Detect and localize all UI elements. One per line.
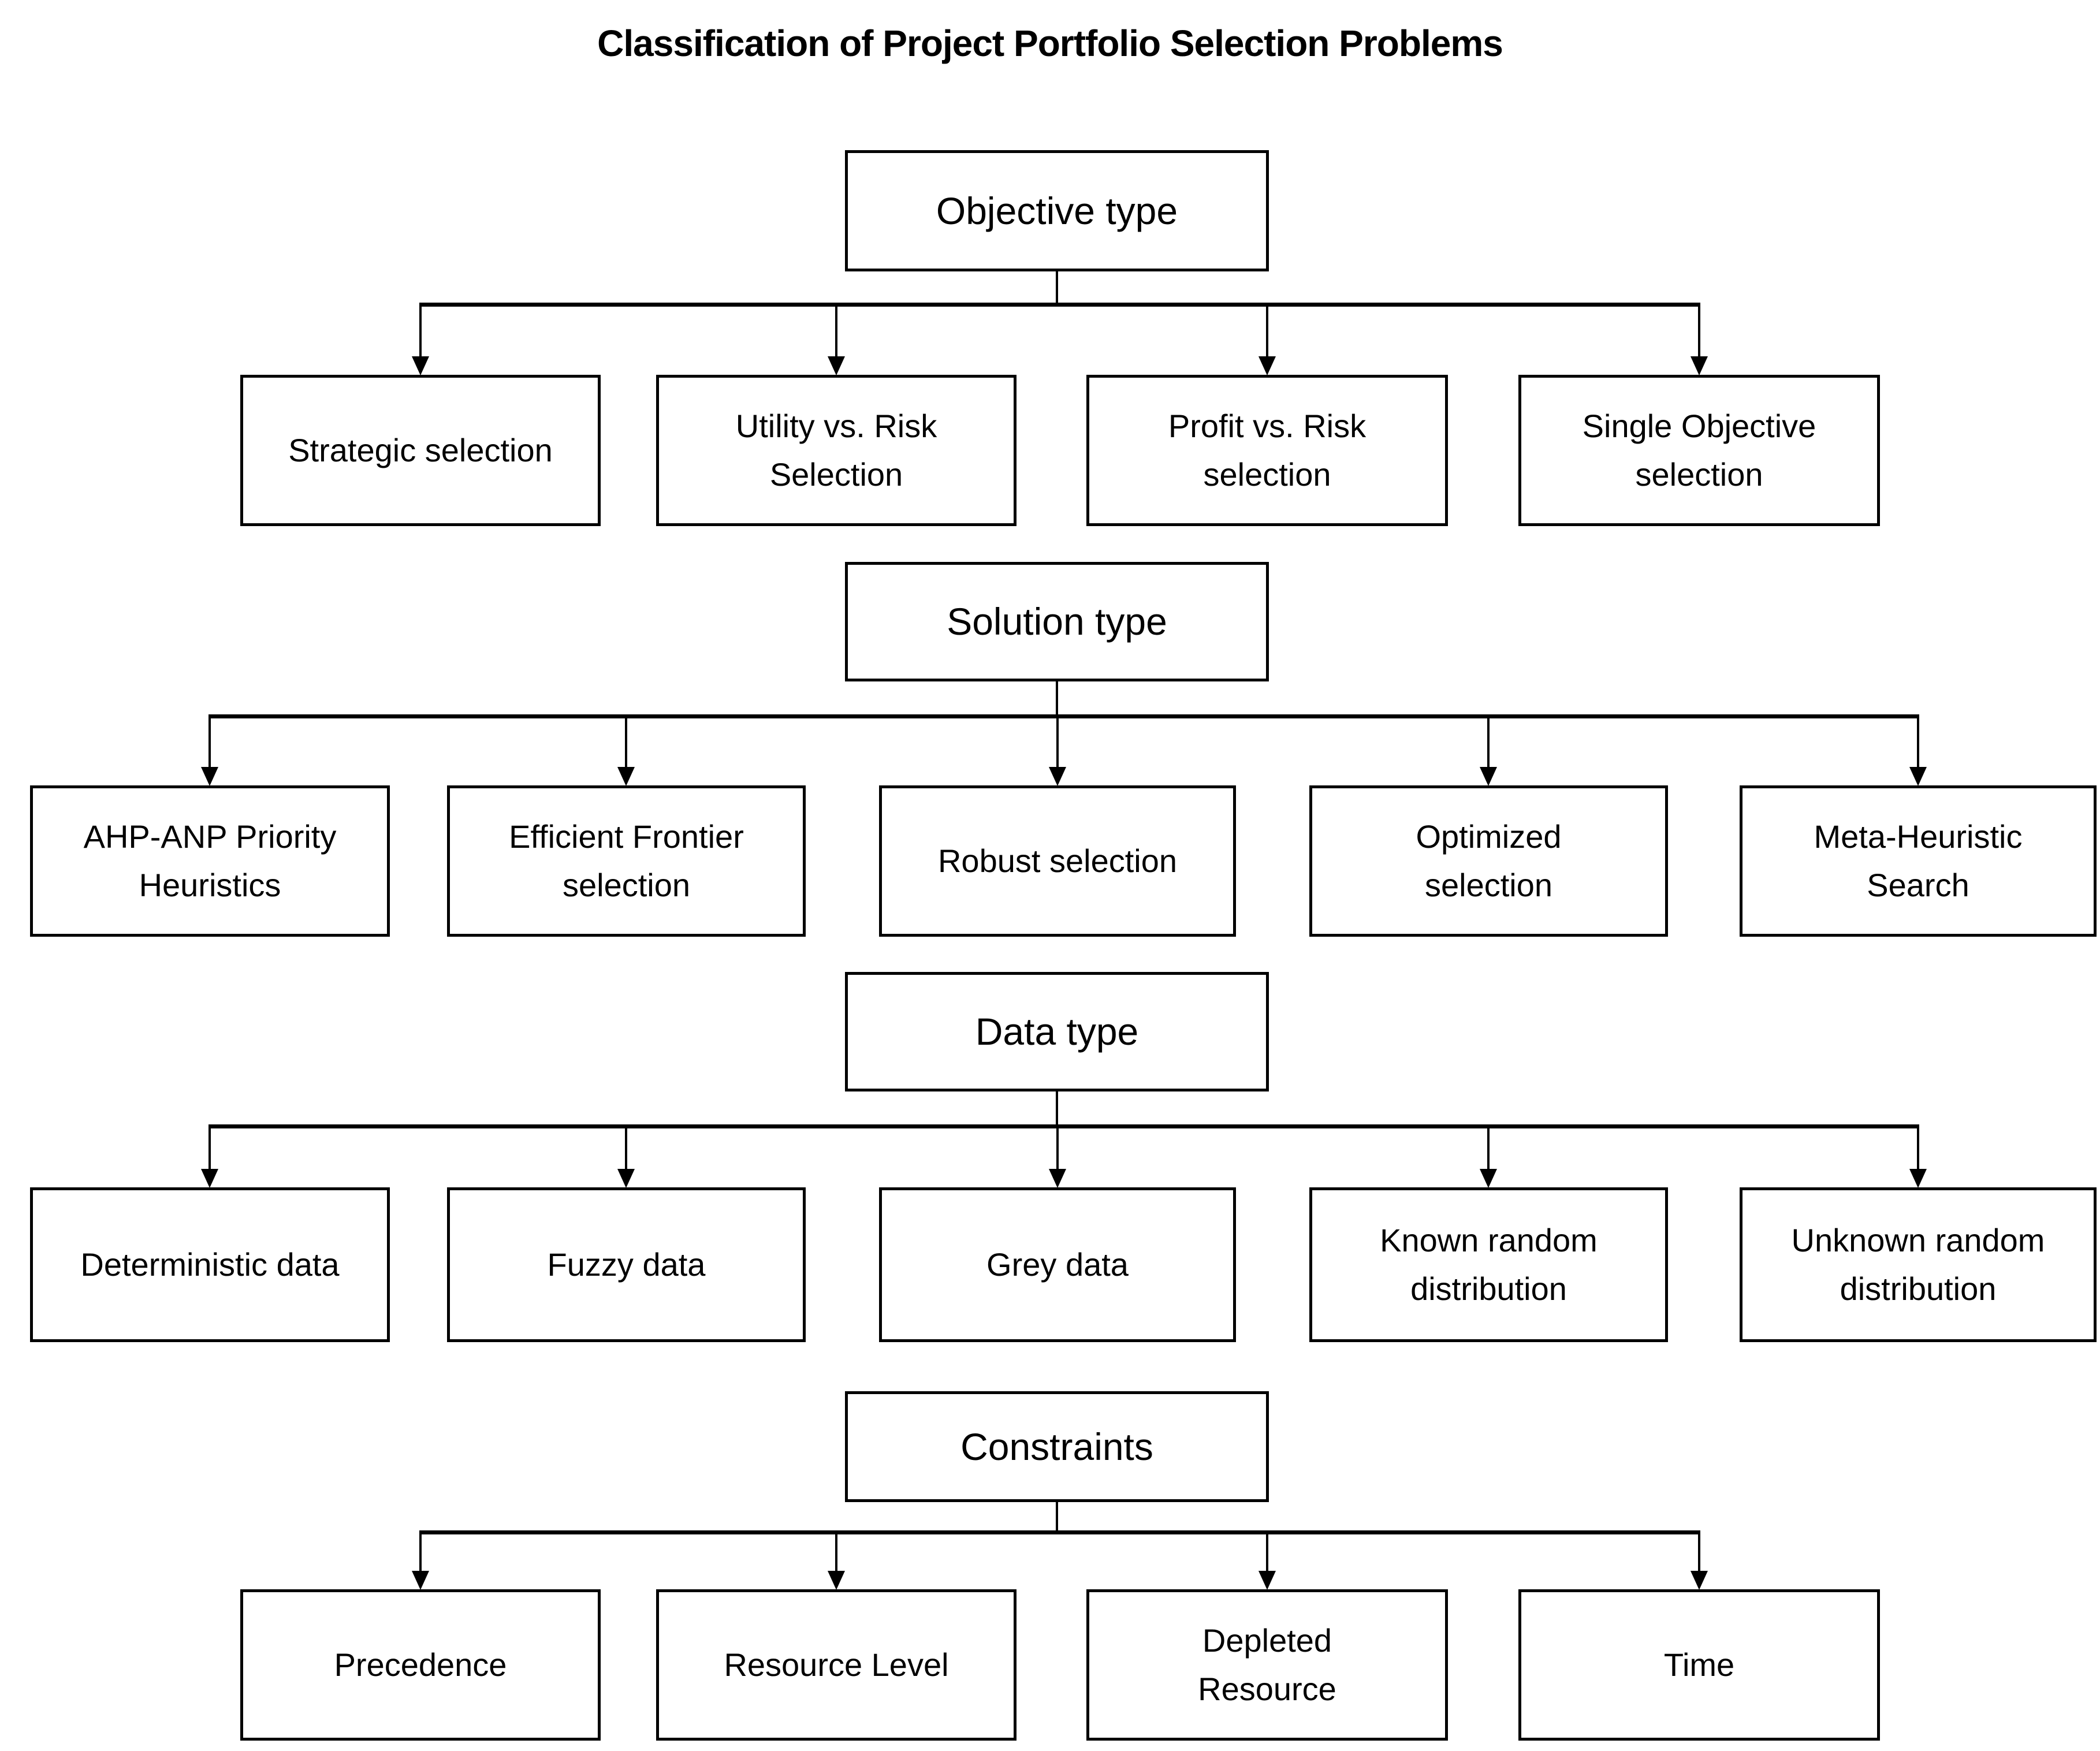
- down-arrowhead-icon: [201, 1169, 218, 1188]
- connector-arrow-stem: [1056, 1124, 1059, 1174]
- node-label: Resource Level: [724, 1646, 949, 1683]
- down-arrowhead-icon: [1049, 1169, 1066, 1188]
- down-arrowhead-icon: [412, 1571, 429, 1590]
- node-data-type: Data type: [845, 972, 1269, 1091]
- diagram-title: Classification of Project Portfolio Sele…: [597, 23, 1503, 64]
- node-label: Time: [1663, 1646, 1735, 1683]
- down-arrowhead-icon: [828, 1571, 845, 1590]
- node-label: Utility vs. Risk Selection: [735, 408, 937, 493]
- node-label: AHP-ANP Priority Heuristics: [83, 818, 337, 903]
- connector-arrow-stem: [1266, 303, 1268, 360]
- node-resource-level: Resource Level: [656, 1589, 1017, 1741]
- node-label: Solution type: [947, 600, 1167, 643]
- node-label: Profit vs. Risk selection: [1168, 408, 1367, 493]
- connector-arrow-stem: [419, 1530, 422, 1580]
- connector-arrow-stem: [835, 303, 837, 360]
- connector-arrow-stem: [208, 1124, 211, 1174]
- node-constraints: Constraints: [845, 1391, 1269, 1502]
- connector-stem: [1056, 1501, 1058, 1534]
- connector-arrow-stem: [419, 303, 422, 360]
- node-label: Known random distribution: [1380, 1222, 1598, 1307]
- node-label: Constraints: [960, 1425, 1153, 1468]
- node-precedence: Precedence: [240, 1589, 601, 1741]
- down-arrowhead-icon: [1909, 1169, 1927, 1188]
- node-label: Unknown random distribution: [1791, 1222, 2045, 1307]
- connector-arrow-stem: [835, 1530, 837, 1580]
- connector-stem: [1056, 680, 1058, 718]
- down-arrowhead-icon: [201, 767, 218, 786]
- node-solution-type: Solution type: [845, 562, 1269, 681]
- connector-bus: [208, 1124, 1919, 1128]
- connector-arrow-stem: [625, 1124, 627, 1174]
- down-arrowhead-icon: [1258, 1571, 1276, 1590]
- connector-arrow-stem: [1487, 714, 1490, 772]
- node-utility-vs-risk-selection: Utility vs. Risk Selection: [656, 375, 1017, 526]
- down-arrowhead-icon: [617, 767, 635, 786]
- connector-arrow-stem: [1917, 714, 1919, 772]
- node-label: Robust selection: [937, 843, 1177, 879]
- node-robust-selection: Robust selection: [879, 785, 1236, 937]
- connector-bus: [419, 303, 1700, 307]
- connector-stem: [1056, 270, 1058, 306]
- node-optimized-selection: Optimized selection: [1309, 785, 1668, 937]
- node-known-random-distribution: Known random distribution: [1309, 1187, 1668, 1342]
- node-single-objective-selection: Single Objective selection: [1518, 375, 1880, 526]
- down-arrowhead-icon: [828, 356, 845, 375]
- node-label: Precedence: [334, 1646, 507, 1683]
- down-arrowhead-icon: [1480, 767, 1497, 786]
- node-time: Time: [1518, 1589, 1880, 1741]
- connector-arrow-stem: [1917, 1124, 1919, 1174]
- down-arrowhead-icon: [1480, 1169, 1497, 1188]
- down-arrowhead-icon: [1691, 356, 1708, 375]
- down-arrowhead-icon: [1049, 767, 1066, 786]
- node-label: Fuzzy data: [547, 1246, 706, 1283]
- down-arrowhead-icon: [617, 1169, 635, 1188]
- node-objective-type: Objective type: [845, 150, 1269, 271]
- connector-stem: [1056, 1090, 1058, 1128]
- down-arrowhead-icon: [1909, 767, 1927, 786]
- node-unknown-random-distribution: Unknown random distribution: [1740, 1187, 2097, 1342]
- connector-arrow-stem: [1698, 303, 1700, 360]
- node-strategic-selection: Strategic selection: [240, 375, 601, 526]
- connector-arrow-stem: [1056, 714, 1059, 772]
- node-fuzzy-data: Fuzzy data: [447, 1187, 806, 1342]
- node-label: Depleted Resource: [1198, 1622, 1336, 1707]
- connector-arrow-stem: [1487, 1124, 1490, 1174]
- node-depleted-resource: Depleted Resource: [1086, 1589, 1448, 1741]
- connector-arrow-stem: [208, 714, 211, 772]
- connector-arrow-stem: [1266, 1530, 1268, 1580]
- node-label: Single Objective selection: [1582, 408, 1816, 493]
- node-grey-data: Grey data: [879, 1187, 1236, 1342]
- node-label: Objective type: [936, 189, 1178, 232]
- down-arrowhead-icon: [412, 356, 429, 375]
- node-label: Meta-Heuristic Search: [1814, 818, 2023, 903]
- node-profit-vs-risk-selection: Profit vs. Risk selection: [1086, 375, 1448, 526]
- node-ahp-anp-priority-heuristics: AHP-ANP Priority Heuristics: [30, 785, 390, 937]
- connector-arrow-stem: [1698, 1530, 1700, 1580]
- node-efficient-frontier-selection: Efficient Frontier selection: [447, 785, 806, 937]
- node-meta-heuristic-search: Meta-Heuristic Search: [1740, 785, 2097, 937]
- node-label: Optimized selection: [1416, 818, 1562, 903]
- node-label: Grey data: [986, 1246, 1129, 1283]
- down-arrowhead-icon: [1691, 1571, 1708, 1590]
- connector-bus: [419, 1530, 1700, 1534]
- down-arrowhead-icon: [1258, 356, 1276, 375]
- node-label: Data type: [975, 1010, 1139, 1053]
- node-deterministic-data: Deterministic data: [30, 1187, 390, 1342]
- connector-arrow-stem: [625, 714, 627, 772]
- node-label: Efficient Frontier selection: [509, 818, 744, 903]
- node-label: Strategic selection: [288, 432, 553, 468]
- connector-bus: [208, 714, 1919, 718]
- node-label: Deterministic data: [80, 1246, 340, 1283]
